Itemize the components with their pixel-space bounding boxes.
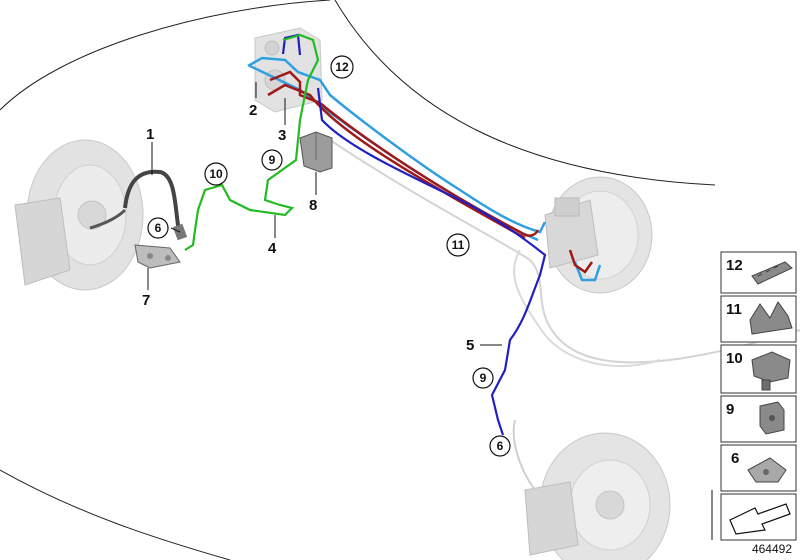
parts-panel: 12 11 10 9: [720, 251, 797, 541]
arrow-icon: [729, 503, 791, 535]
svg-text:6: 6: [155, 221, 162, 235]
parts-panel-item-12: 12: [720, 251, 797, 294]
brake-line-green: [184, 33, 320, 251]
svg-text:9: 9: [269, 153, 276, 167]
bracket-part-7: [134, 244, 181, 269]
parts-panel-arrow-box: [720, 493, 797, 541]
callout-9-top: 9: [261, 149, 283, 171]
callout-3: 3: [278, 127, 286, 144]
svg-text:11: 11: [452, 238, 465, 252]
clip-9-icon: [759, 401, 785, 435]
svg-text:12: 12: [726, 257, 743, 274]
rear-brake-disc: [524, 432, 671, 560]
clip-10-icon: [751, 351, 791, 391]
parts-panel-item-6: 6: [720, 444, 797, 492]
vehicle-outline-bottom: [0, 469, 231, 560]
parts-panel-item-10: 10: [720, 344, 797, 394]
callout-6-front: 6: [147, 217, 169, 239]
clip-11-icon: [749, 301, 793, 335]
callout-2: 2: [249, 102, 257, 119]
callout-1: 1: [146, 126, 154, 143]
svg-text:6: 6: [497, 439, 504, 453]
ghost-line-rear: [329, 139, 800, 364]
document-id: 464492: [752, 542, 792, 556]
svg-text:6: 6: [731, 450, 739, 467]
brake-line-blue: [247, 56, 547, 234]
callout-11: 11: [446, 233, 470, 257]
callout-8: 8: [309, 197, 317, 214]
front-brake-disc: [14, 139, 144, 291]
callout-4: 4: [268, 240, 277, 257]
brake-line-red-2: [267, 83, 526, 240]
vehicle-outline-right: [334, 0, 716, 186]
svg-text:12: 12: [335, 60, 349, 74]
holder-part-8: [299, 131, 333, 173]
parts-panel-item-9: 9: [720, 395, 797, 443]
svg-text:11: 11: [726, 301, 742, 318]
svg-text:10: 10: [209, 167, 223, 181]
svg-text:10: 10: [726, 350, 743, 367]
callout-5: 5: [466, 337, 474, 354]
brake-booster: [544, 176, 653, 294]
callout-12: 12: [330, 55, 354, 79]
brake-line-blue-right: [573, 261, 602, 282]
parts-panel-item-11: 11: [720, 295, 797, 343]
flex-brake-hose: [123, 169, 184, 233]
ghost-line-rear-3: [512, 419, 536, 491]
ghost-line-rear-2: [513, 249, 661, 367]
brake-line-red: [269, 70, 540, 237]
hose-lower: [89, 208, 127, 230]
callout-6-rear: 6: [489, 435, 511, 457]
callout-9-rear: 9: [472, 367, 494, 389]
callout-7: 7: [142, 292, 150, 309]
clip-12-icon: [751, 261, 793, 285]
leader-lines: [147, 82, 713, 540]
callout-10: 10: [204, 162, 228, 186]
svg-text:9: 9: [480, 371, 487, 385]
svg-text:9: 9: [726, 401, 734, 418]
clip-6-icon: [747, 457, 787, 483]
vehicle-outline: [0, 0, 331, 111]
brake-line-red-right: [568, 249, 594, 274]
